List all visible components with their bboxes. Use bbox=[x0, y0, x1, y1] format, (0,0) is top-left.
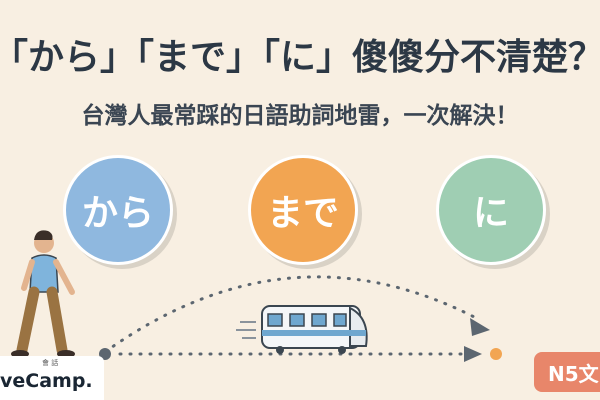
dotted-arrow-curve-icon bbox=[103, 275, 482, 354]
end-dot-icon bbox=[490, 348, 502, 360]
page-subtitle: 台灣人最常踩的日語助詞地雷，一次解決！ bbox=[81, 103, 519, 129]
logo-small-text: 會 話 bbox=[42, 359, 59, 367]
particle-made-label: まで bbox=[266, 193, 339, 234]
logo-text: veCamp. bbox=[0, 370, 93, 392]
level-badge-label: N5文 bbox=[548, 361, 599, 386]
train-icon bbox=[236, 305, 368, 354]
curve-arrowhead-icon bbox=[470, 318, 490, 336]
particle-ni-circle: に bbox=[436, 155, 546, 265]
particle-made-circle: まで bbox=[248, 155, 358, 265]
level-badge: N5文 bbox=[534, 352, 600, 392]
brand-logo: 會 話 veCamp. bbox=[0, 356, 104, 400]
particle-kara-label: から bbox=[81, 193, 154, 234]
particle-ni-label: に bbox=[472, 193, 509, 234]
page-title: 「から」「まで」「に」傻傻分不清楚？ bbox=[0, 37, 600, 78]
walking-person-icon bbox=[11, 230, 75, 358]
straight-arrowhead-icon bbox=[464, 346, 482, 362]
particle-kara-circle: から bbox=[63, 155, 173, 265]
